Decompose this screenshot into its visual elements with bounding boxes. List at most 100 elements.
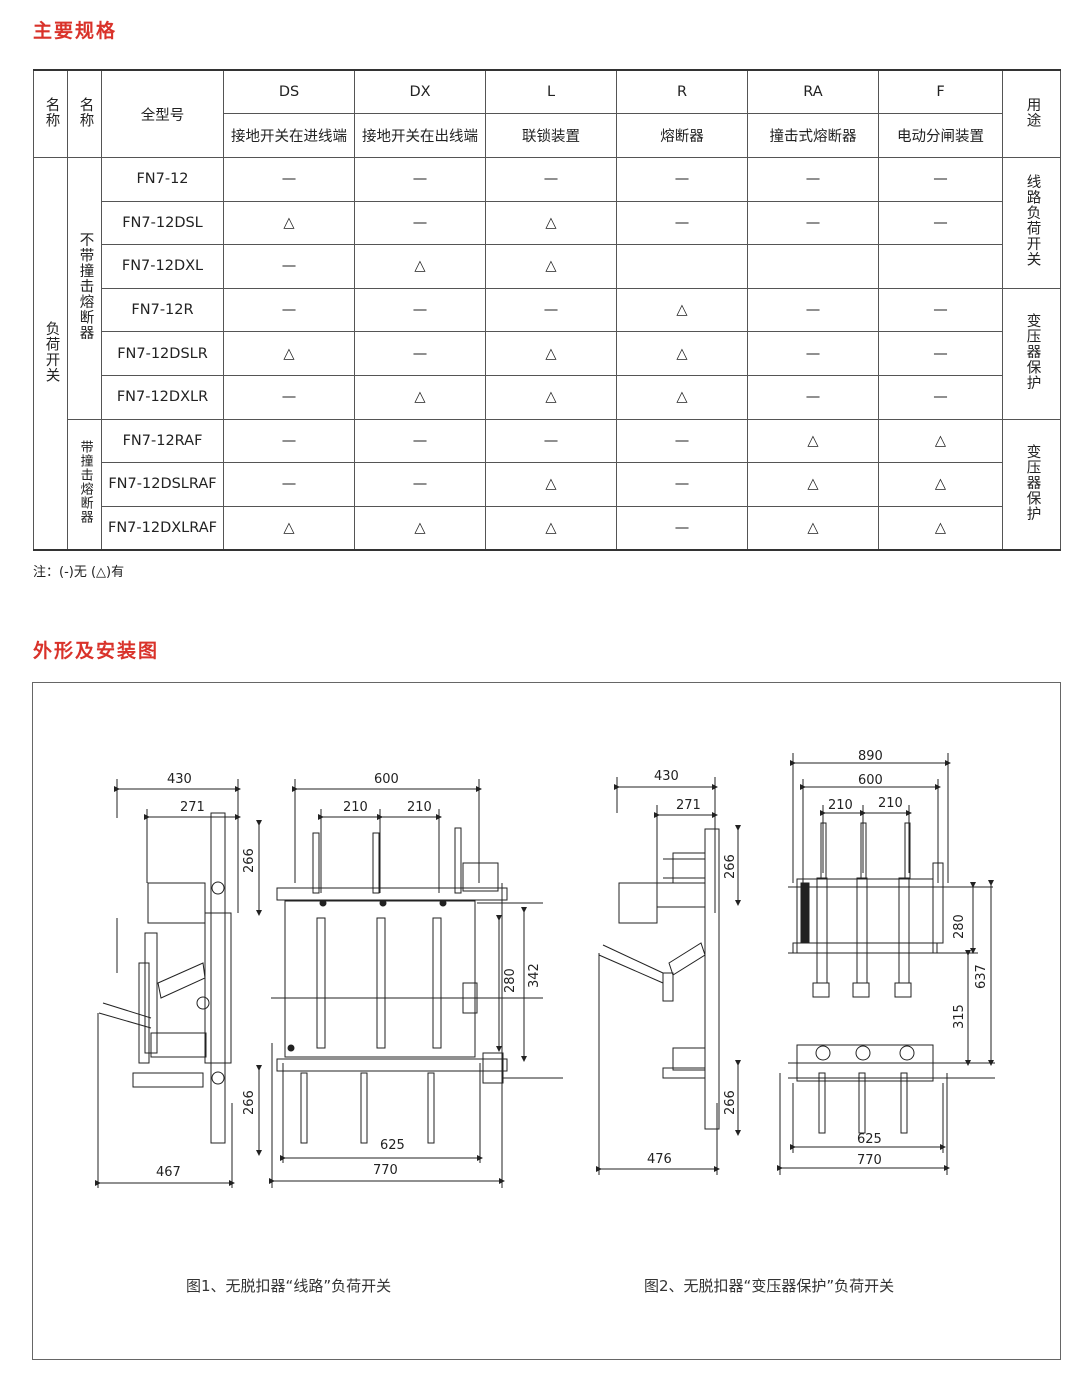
header-desc-f: 电动分闸装置 bbox=[878, 113, 1003, 158]
dim-label: 625 bbox=[857, 1132, 882, 1147]
dim-label: 271 bbox=[180, 800, 205, 815]
cell: △ bbox=[223, 505, 355, 551]
usage-1: 线路负荷开关 bbox=[1002, 157, 1061, 289]
cell: — bbox=[354, 157, 486, 202]
dim-label: 476 bbox=[647, 1152, 672, 1167]
cell: △ bbox=[747, 462, 879, 507]
cell: △ bbox=[354, 505, 486, 551]
table-row: FN7-12DSL △ — △ — — — bbox=[34, 200, 1061, 246]
row-model: FN7-12DXL bbox=[101, 244, 224, 289]
cell: △ bbox=[485, 374, 617, 420]
cell: △ bbox=[616, 374, 748, 420]
cell: — bbox=[223, 462, 355, 507]
row-model: FN7-12DSL bbox=[101, 200, 224, 246]
cell: — bbox=[878, 157, 1003, 202]
fig1-front-view bbox=[269, 779, 563, 1188]
dim-label: 770 bbox=[857, 1153, 882, 1168]
row-model: FN7-12DXLR bbox=[101, 374, 224, 420]
dim-label: 890 bbox=[858, 749, 883, 764]
header-code-r: R bbox=[616, 69, 748, 114]
fig1-dimension-labels: 430 271 266 266 467 600 210 210 280 342 … bbox=[156, 772, 542, 1180]
row-model: FN7-12DXLRAF bbox=[101, 505, 224, 551]
usage-3: 变压器保护 bbox=[1002, 418, 1061, 551]
cell: — bbox=[747, 374, 879, 420]
drawing-frame: 430 271 266 266 467 600 210 210 280 342 … bbox=[32, 682, 1061, 1360]
cell: — bbox=[616, 462, 748, 507]
dim-label: 210 bbox=[343, 800, 368, 815]
header-code-l: L bbox=[485, 69, 617, 114]
cell: — bbox=[354, 462, 486, 507]
cell: — bbox=[354, 287, 486, 333]
dim-label: 266 bbox=[723, 1090, 738, 1115]
row-model: FN7-12DSLRAF bbox=[101, 462, 224, 507]
fig2-side-view bbox=[596, 777, 741, 1175]
dim-label: 266 bbox=[242, 848, 257, 873]
group-a: 不带撞击熔断器 bbox=[67, 157, 102, 420]
table-row: 负荷开关 不带撞击熔断器 FN7-12 — — — — — — 线路负荷开关 bbox=[33, 157, 1061, 551]
dim-label: 210 bbox=[407, 800, 432, 815]
header-desc-dx: 接地开关在出线端 bbox=[354, 113, 486, 158]
cell: — bbox=[616, 418, 748, 464]
cell: — bbox=[616, 157, 748, 202]
fig2-caption: 图2、无脱扣器“变压器保护”负荷开关 bbox=[644, 1277, 895, 1295]
technical-drawings: 430 271 266 266 467 600 210 210 280 342 … bbox=[95, 749, 995, 1188]
cell: — bbox=[616, 200, 748, 246]
dim-label: 600 bbox=[374, 772, 399, 787]
header-code-ra: RA bbox=[747, 69, 879, 114]
cell: △ bbox=[485, 331, 617, 376]
dim-label: 637 bbox=[974, 964, 989, 989]
row-model: FN7-12R bbox=[101, 287, 224, 333]
header-code-ds: DS bbox=[223, 69, 355, 114]
cell: — bbox=[747, 200, 879, 246]
section-title-specs: 主要规格 bbox=[33, 20, 118, 42]
header-name-2: 名称 bbox=[67, 69, 102, 158]
dim-label: 430 bbox=[654, 769, 679, 784]
dim-label: 210 bbox=[878, 796, 903, 811]
header-name-1: 名称 bbox=[33, 69, 68, 158]
cell bbox=[747, 244, 879, 289]
dim-label: 266 bbox=[723, 854, 738, 879]
fig1-caption: 图1、无脱扣器“线路”负荷开关 bbox=[186, 1277, 392, 1295]
cell: — bbox=[747, 287, 879, 333]
dim-label: 430 bbox=[167, 772, 192, 787]
cell: — bbox=[485, 287, 617, 333]
row-model: FN7-12RAF bbox=[101, 418, 224, 464]
header-model: 全型号 bbox=[101, 69, 224, 158]
fig2-front-view bbox=[777, 753, 995, 1175]
cell: — bbox=[354, 418, 486, 464]
header-desc-l: 联锁装置 bbox=[485, 113, 617, 158]
cell: △ bbox=[223, 331, 355, 376]
cell: △ bbox=[485, 244, 617, 289]
group-b: 带撞击熔断器 bbox=[67, 418, 102, 551]
table-row: FN7-12DSLRAF — — △ — △ △ bbox=[34, 462, 1061, 507]
fig2-dimension-labels: 430 271 266 266 476 890 600 210 210 280 … bbox=[647, 749, 989, 1168]
cell: △ bbox=[616, 287, 748, 333]
cell: — bbox=[223, 244, 355, 289]
section-title-drawings: 外形及安装图 bbox=[33, 640, 160, 662]
cell: — bbox=[616, 505, 748, 551]
table-row: FN7-12DXLRAF △ △ △ — △ △ bbox=[34, 505, 1061, 551]
cell: △ bbox=[354, 244, 486, 289]
cell: — bbox=[878, 374, 1003, 420]
dim-label: 280 bbox=[952, 914, 967, 939]
table-row: FN7-12DXLR — △ △ △ — — bbox=[34, 374, 1061, 420]
cell: — bbox=[878, 287, 1003, 333]
usage-2: 变压器保护 bbox=[1002, 287, 1061, 420]
cell: △ bbox=[485, 200, 617, 246]
header-desc-r: 熔断器 bbox=[616, 113, 748, 158]
dim-label: 266 bbox=[242, 1090, 257, 1115]
header-usage: 用途 bbox=[1002, 69, 1061, 158]
dim-label: 271 bbox=[676, 798, 701, 813]
cell: △ bbox=[616, 331, 748, 376]
row-model: FN7-12DSLR bbox=[101, 331, 224, 376]
cell: △ bbox=[747, 505, 879, 551]
dim-label: 342 bbox=[527, 963, 542, 988]
cell: △ bbox=[878, 505, 1003, 551]
cell: — bbox=[223, 418, 355, 464]
cell bbox=[616, 244, 748, 289]
table-note: 注：(-)无 (△)有 bbox=[33, 565, 125, 580]
group-main: 负荷开关 bbox=[33, 157, 68, 551]
cell: △ bbox=[223, 200, 355, 246]
table-row: 带撞击熔断器 FN7-12RAF — — — — △ △ 变压器保护 bbox=[34, 418, 1061, 551]
dim-label: 600 bbox=[858, 773, 883, 788]
